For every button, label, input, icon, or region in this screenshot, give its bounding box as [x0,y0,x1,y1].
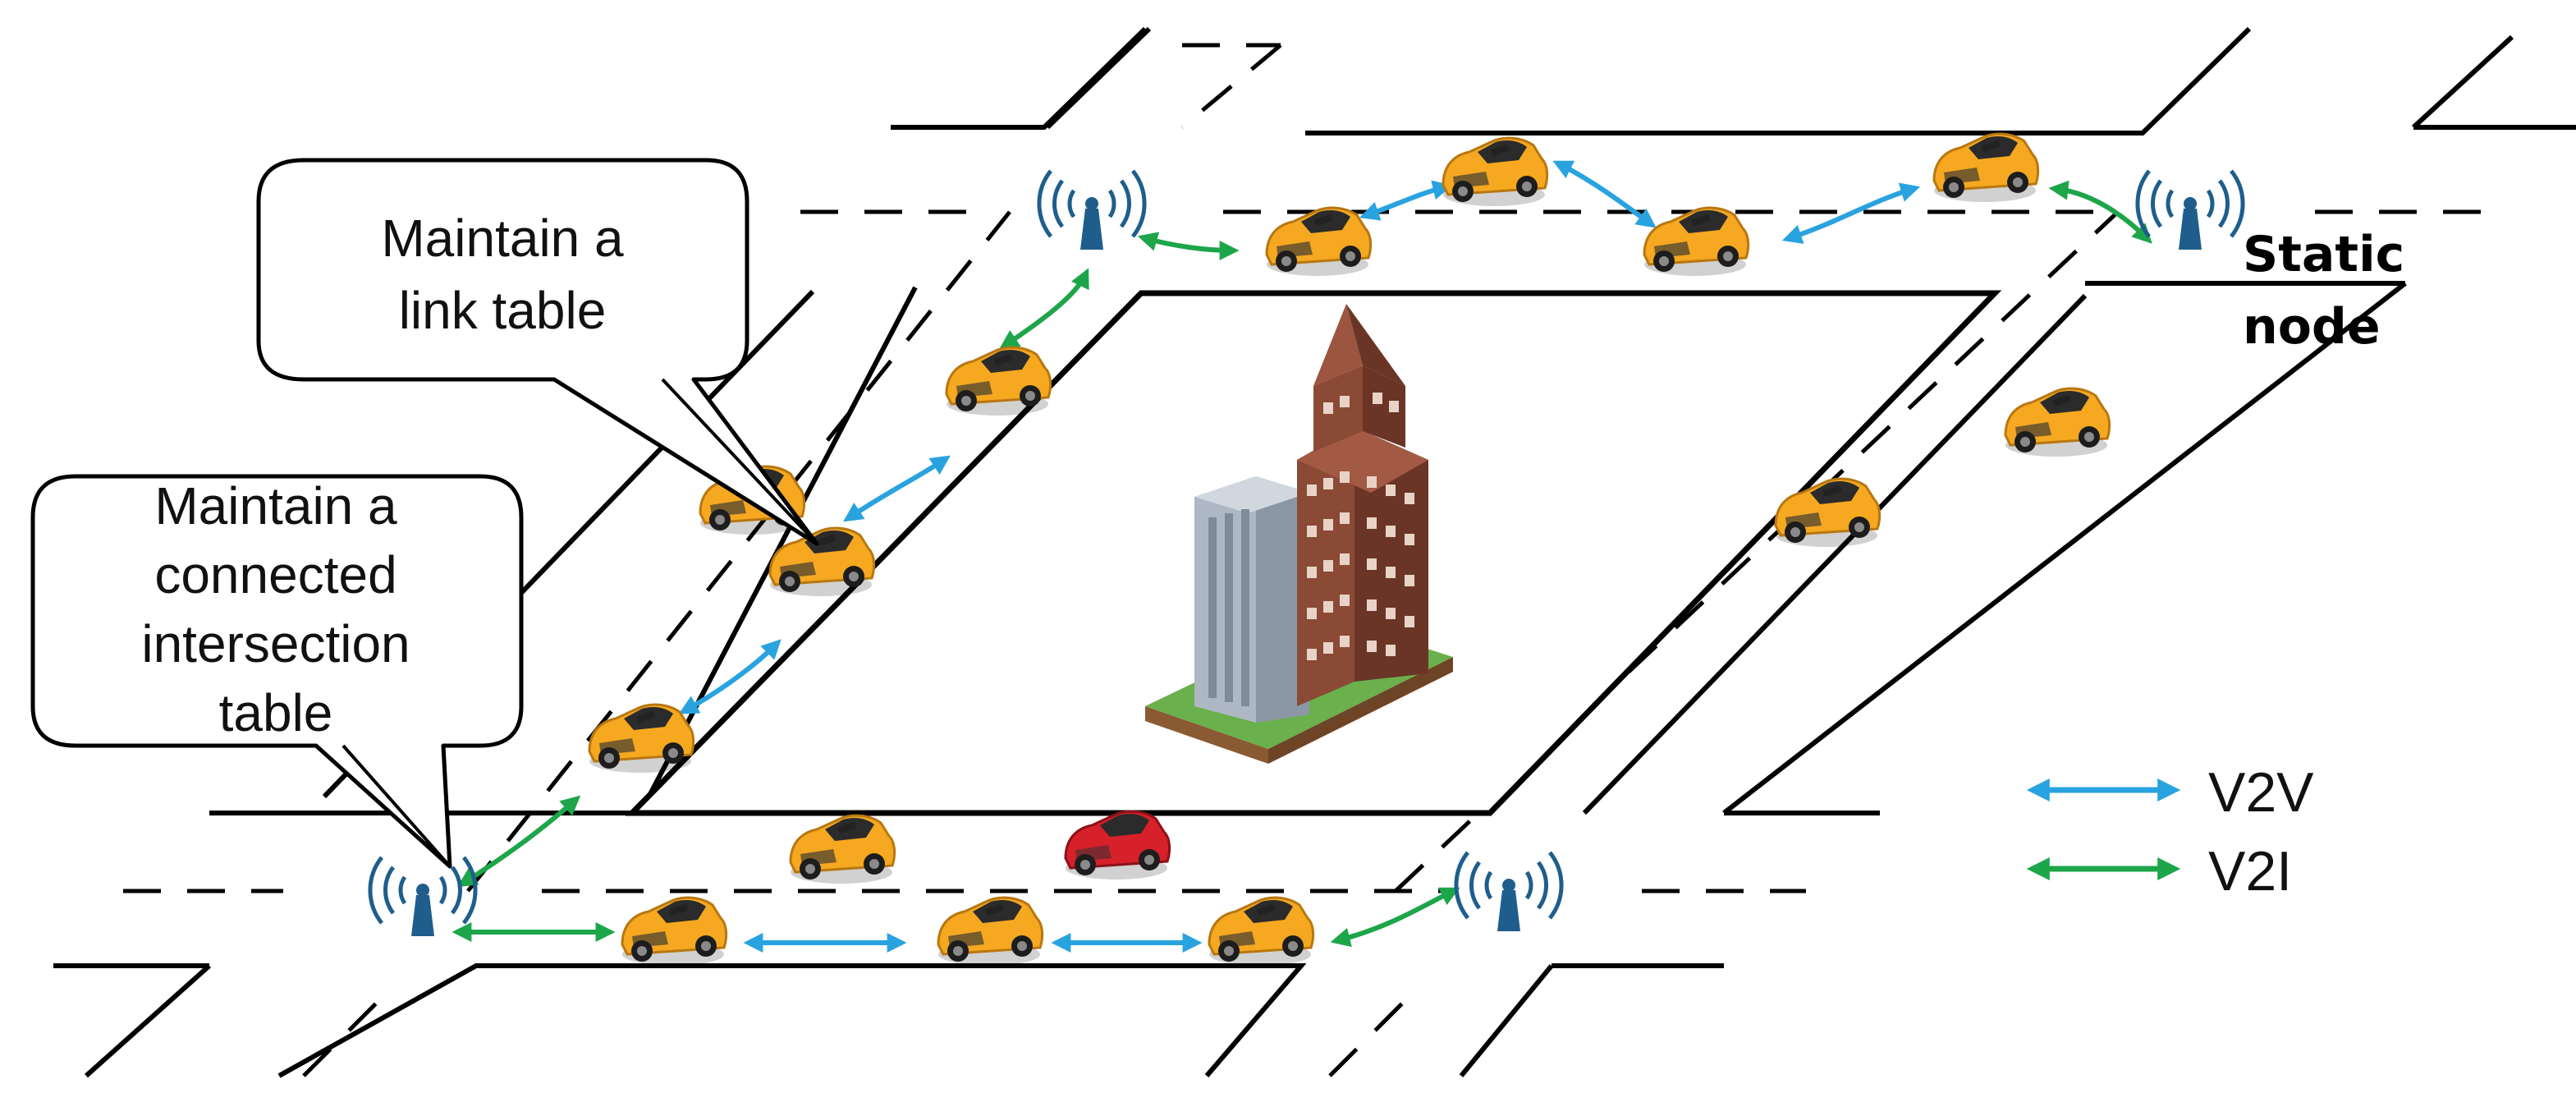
static-node-label: Static node [2243,226,2404,356]
car-icon [621,896,728,967]
car-icon [588,703,695,774]
static-node-label-line1: Static [2243,226,2404,283]
car-icon [1208,896,1315,967]
car-icon [1442,136,1549,208]
callout-intersection-line1: Maintain a [154,476,397,535]
car-icon [937,896,1044,967]
v2v-links [678,160,1921,953]
car-icon [1643,206,1750,278]
static-node-label-line2: node [2243,298,2381,356]
callout-link-table-line2: link table [399,281,607,340]
radio-tower-icon [1456,852,1561,931]
callout-link-table-line1: Maintain a [381,209,624,268]
radio-tower-icon [370,857,475,936]
callout-intersection-line4: table [219,683,333,742]
radio-tower-icon [2138,171,2243,250]
callout-link-table: Maintain a link table [256,158,819,546]
callout-intersection-table: Maintain a connected intersection table [30,474,524,869]
legend-v2v: V2V [2026,761,2314,824]
building-icon [1145,304,1453,764]
legend-v2v-label: V2V [2208,761,2314,824]
police-car-icon [1064,810,1171,881]
callout-intersection-line2: connected [154,545,396,604]
legend-v2i-label: V2I [2208,840,2292,903]
car-icon [789,814,896,885]
v2i-links [451,180,2152,948]
car-icon [1932,132,2040,204]
car-icon [945,346,1052,417]
legend-v2i: V2I [2026,840,2292,903]
radio-tower-icon [1039,171,1144,250]
car-icon [2004,387,2111,458]
legend: V2V V2I [2026,761,2314,903]
car-icon [1265,206,1373,278]
callout-intersection-line3: intersection [141,614,410,673]
